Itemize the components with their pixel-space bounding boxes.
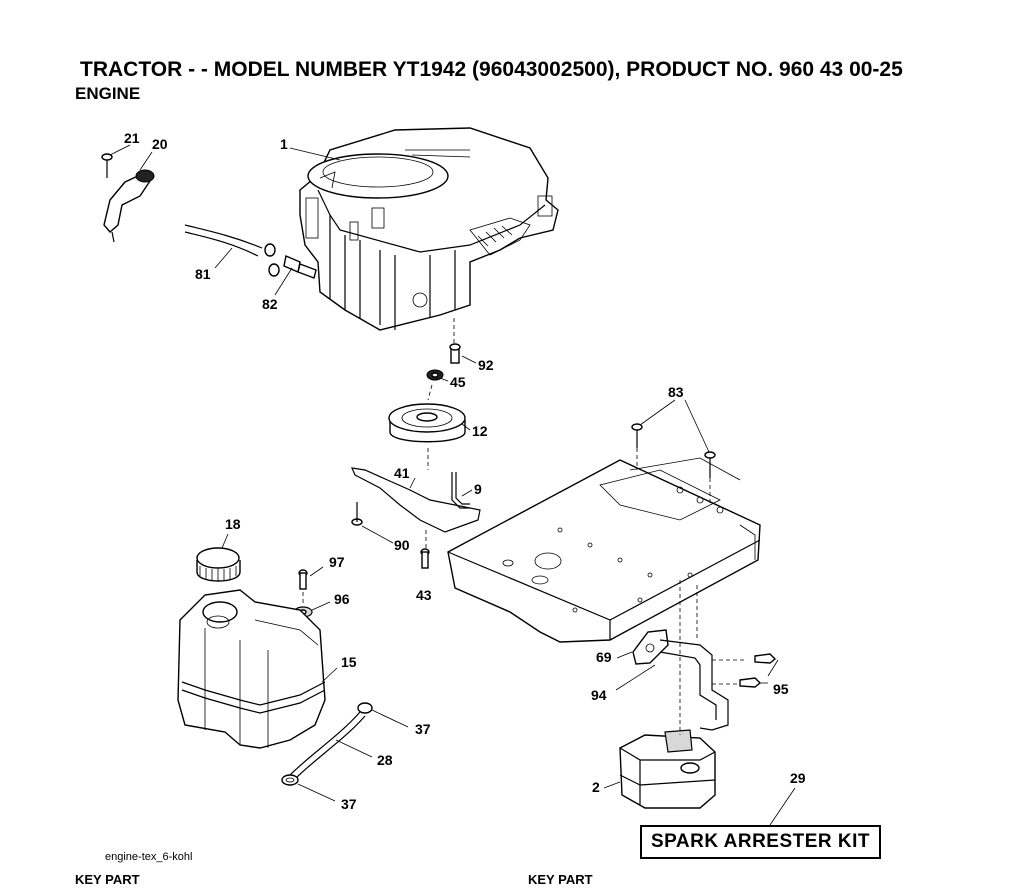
muffler-part-2	[619, 729, 716, 809]
callout-2: 2	[592, 779, 600, 795]
callout-95: 95	[773, 681, 789, 697]
bolt-part-90	[351, 502, 363, 526]
callout-21: 21	[124, 130, 140, 146]
callout-92: 92	[478, 357, 494, 373]
callout-83: 83	[668, 384, 684, 400]
parts-list-header-right: KEY PART	[528, 872, 593, 887]
bolt-part-92	[449, 343, 461, 364]
callout-18: 18	[225, 516, 241, 532]
callout-45: 45	[450, 374, 466, 390]
callout-20: 20	[152, 136, 168, 152]
drawing-file-reference: engine-tex_6-kohl	[105, 851, 193, 863]
bolt-part-43	[420, 548, 430, 569]
callout-41: 41	[394, 465, 410, 481]
fuel-tank-part-15	[177, 589, 326, 749]
fuel-hose-part-81	[184, 224, 280, 277]
pulley-part-12	[388, 403, 466, 443]
engine-part-1	[299, 127, 559, 331]
throttle-bracket-part-20	[103, 169, 155, 243]
section-subtitle: ENGINE	[75, 84, 141, 103]
clamp-part-37-lower	[281, 774, 299, 786]
fitting-part-82	[283, 255, 317, 279]
clip-part-9	[451, 472, 470, 509]
callout-28: 28	[377, 752, 393, 768]
callout-90: 90	[394, 537, 410, 553]
callout-96: 96	[334, 591, 350, 607]
fuel-cap-part-18	[196, 547, 241, 582]
callout-15: 15	[341, 654, 357, 670]
callout-9: 9	[474, 481, 482, 497]
parts-list-header-left: KEY PART	[75, 872, 140, 887]
leader-lines	[109, 144, 796, 826]
callout-29: 29	[790, 770, 806, 786]
callout-37-upper: 37	[415, 721, 431, 737]
gasket-part-69	[632, 629, 669, 665]
callout-12: 12	[472, 423, 488, 439]
page-title: TRACTOR - - MODEL NUMBER YT1942 (9604300…	[80, 58, 903, 81]
rod-part-41	[351, 467, 481, 533]
bolt-part-83	[631, 423, 716, 478]
callout-69: 69	[596, 649, 612, 665]
callout-94: 94	[591, 687, 607, 703]
callout-97: 97	[329, 554, 345, 570]
callout-43: 43	[416, 587, 432, 603]
callout-82: 82	[262, 296, 278, 312]
exhaust-pipe-part-94	[659, 639, 729, 731]
callout-81: 81	[195, 266, 211, 282]
bolt-part-95	[739, 653, 777, 688]
fuel-line-part-28	[289, 711, 366, 780]
clamp-part-37-upper	[357, 702, 373, 714]
spark-arrester-kit-box: SPARK ARRESTER KIT	[640, 825, 881, 859]
callout-1: 1	[280, 136, 288, 152]
bolt-part-21	[101, 153, 113, 178]
callout-37-lower: 37	[341, 796, 357, 812]
frame-plate	[447, 457, 761, 643]
bolt-part-97	[298, 569, 308, 590]
washer-part-45	[426, 369, 444, 381]
